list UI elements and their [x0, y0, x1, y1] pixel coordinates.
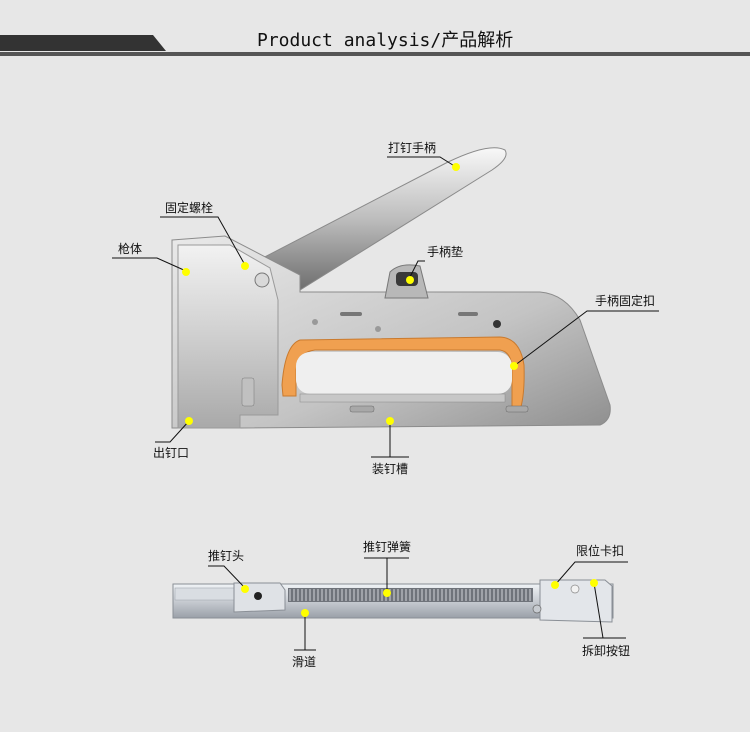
label-loading-slot: 装钉槽: [372, 462, 409, 476]
label-release-button: 拆卸按钮: [582, 644, 631, 658]
stapler-image: [171, 147, 611, 429]
magazine-leader-lines: [208, 557, 628, 651]
magazine-markers: [241, 579, 598, 617]
page-title: Product analysis/产品解析: [257, 30, 514, 51]
magazine-image: [172, 579, 614, 623]
stapler-markers: [182, 163, 518, 425]
label-handle-pad: 手柄垫: [427, 245, 464, 259]
label-limit-clip: 限位卡扣: [576, 544, 625, 558]
header-accent-bar: [0, 35, 166, 51]
label-pusher-head: 推钉头: [208, 549, 245, 563]
label-staple-outlet: 出钉口: [153, 446, 190, 460]
stapler-leader-lines: [112, 156, 659, 458]
label-pusher-spring: 推钉弹簧: [363, 540, 412, 554]
label-slide-track: 滑道: [292, 655, 317, 669]
label-handle: 打钉手柄: [388, 141, 437, 155]
label-handle-lock: 手柄固定扣: [595, 294, 656, 308]
label-gun-body: 枪体: [118, 242, 143, 256]
header-rule: [0, 52, 750, 56]
label-fixing-bolt: 固定螺栓: [165, 201, 214, 215]
